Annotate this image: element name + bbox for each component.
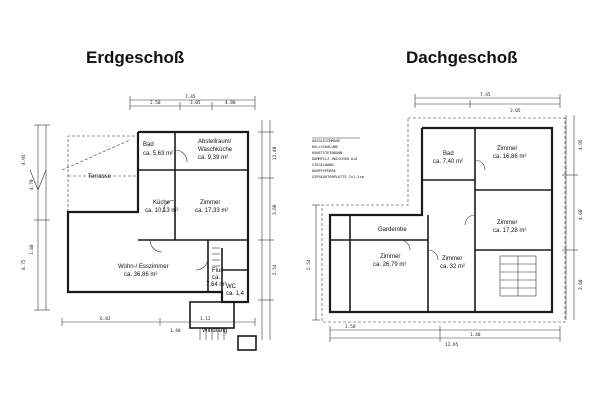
room-area-room: ca. 17,33 m² (195, 208, 228, 214)
dim-label: 12.40 (272, 146, 278, 160)
dim-label: 1.40 (170, 328, 181, 334)
construction-note: GIPSKARTONPLATTE 2x1,5cm (312, 175, 364, 179)
room-label-terrace: Terrasse (88, 174, 112, 180)
room-label-laundry: Waschküche (198, 147, 233, 153)
room-label-bath: Bad (443, 151, 454, 157)
dim-label: 4.60 (578, 209, 584, 220)
dim-label: 5.54 (272, 264, 278, 275)
dim-label: 7.45 (185, 94, 196, 100)
room-label-storage: Abstellraum/ (198, 139, 232, 145)
room-area-room-w: ca. 26,79 m² (373, 262, 406, 268)
attic-floor-plan: 7.45 3.05 5.54 4.95 4.60 3.60 2.50 12.95… (306, 92, 584, 348)
room-label-room-c: Zimmer (442, 256, 462, 262)
dim-label: 4.95 (21, 154, 27, 165)
dim-label: 12.95 (445, 342, 459, 348)
construction-note: AUSGLEICHMAUE (312, 139, 340, 143)
construction-note: SIEGELWAND (312, 163, 334, 167)
room-area-bath: ca. 7,40 m² (433, 159, 463, 165)
room-area-bath: ca. 5,63 m² (143, 151, 173, 157)
dim-label: 3.05 (190, 100, 201, 106)
room-label-room-w: Zimmer (380, 254, 400, 260)
dim-label: 7.45 (480, 92, 491, 98)
room-label-bath: Bad (143, 142, 154, 148)
dim-label: 1.88 (29, 244, 35, 255)
room-area-hall: 7,64 m² (206, 282, 226, 288)
dim-label: 2.50 (150, 100, 161, 106)
room-area-wc: ca. 1,4 (226, 291, 245, 297)
dim-label: 5.54 (306, 259, 312, 270)
construction-note: DAMMFILZ ZWISCHEN 8+6 (312, 157, 357, 161)
dim-label: 4.95 (578, 139, 584, 150)
attic-floor-title: Dachgeschoß (406, 48, 518, 67)
room-label-hall: Flur (212, 268, 222, 274)
construction-note: DAMPFSPERRE (312, 169, 336, 173)
dim-label: 3.60 (578, 279, 584, 290)
dim-label: 3.60 (272, 204, 278, 215)
room-area-room-ne: ca. 16,86 m² (493, 154, 526, 160)
room-area-room-c: ca. 32 m² (440, 264, 465, 270)
ground-floor-plan: 7.45 2.50 3.05 4.80 4.95 8.75 4.70 1.88 … (21, 94, 278, 351)
ground-floor-title: Erdgeschoß (86, 48, 185, 67)
dim-label: 1.12 (200, 316, 211, 322)
construction-note: ROLLSCHALUNG (312, 145, 338, 149)
room-label-room-e: Zimmer (497, 220, 517, 226)
dim-label: 4.70 (29, 179, 35, 190)
room-area-storage: ca. 9,39 m² (198, 155, 228, 161)
room-label-living: Wohn-/ Esszimmer (118, 264, 169, 270)
room-label-wardrobe: Garderobe (378, 227, 407, 233)
room-area-room-e: ca. 17,28 m² (493, 228, 526, 234)
room-label-kitchen: Küche (153, 200, 171, 206)
dim-label: 8.75 (21, 259, 27, 270)
room-label-wc: WC (226, 284, 237, 290)
room-label-room: Zimmer (200, 200, 220, 206)
room-area-hall-prefix: ca. (212, 275, 220, 281)
construction-note: KUNSTSTEINBAHN (312, 151, 342, 155)
dim-label: 3.05 (510, 108, 521, 114)
room-label-room-ne: Zimmer (497, 146, 517, 152)
dim-label: 6.82 (100, 316, 111, 322)
room-area-living: ca. 36,86 m² (124, 272, 157, 278)
room-label-windfang: Windfang (202, 328, 227, 334)
room-area-kitchen: ca. 10,13 m² (145, 208, 178, 214)
dim-label: 1.40 (470, 332, 481, 338)
dim-label: 2.50 (345, 324, 356, 330)
dim-label: 4.80 (225, 100, 236, 106)
